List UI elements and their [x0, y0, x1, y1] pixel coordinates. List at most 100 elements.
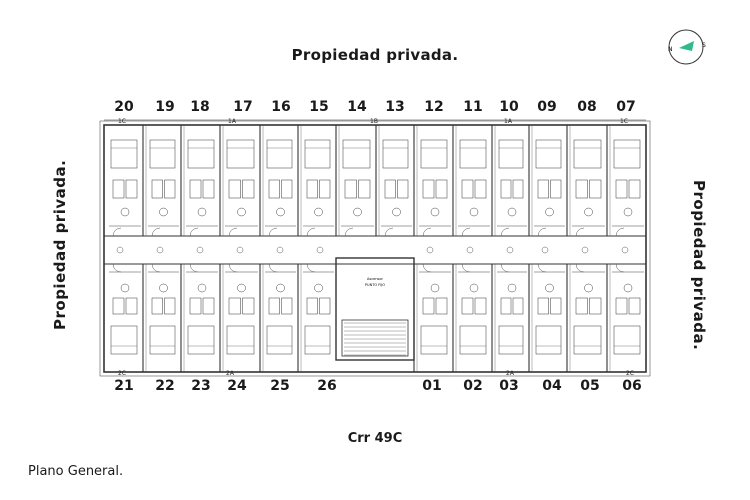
bathroom-fixture [537, 179, 549, 199]
outer-wall-trace [99, 120, 651, 377]
unit-number: 01 [422, 378, 442, 394]
bed-outline [535, 325, 562, 355]
bathroom-fixture [306, 297, 318, 315]
bed-outline [613, 325, 641, 355]
toilet-icon [237, 207, 246, 217]
bathroom-fixture [628, 179, 641, 199]
bed-outline [304, 139, 331, 169]
bathroom-fixture [268, 297, 280, 315]
bed-outline [459, 325, 487, 355]
compass-needle-icon [679, 41, 694, 51]
core-label: Ascensor [367, 277, 383, 281]
bathroom-fixture [319, 179, 331, 199]
unit-number: 25 [270, 378, 290, 394]
unit-type-label: 1A [228, 118, 237, 125]
toilet-icon [353, 207, 362, 217]
bed-outline [110, 325, 138, 355]
unit-number: 14 [347, 99, 367, 115]
bathroom-fixture [344, 179, 357, 199]
unit-type-label: 2C [626, 370, 634, 377]
toilet-icon [237, 283, 246, 293]
bed-outline [226, 325, 255, 355]
unit-number: 26 [317, 378, 337, 394]
bed-outline [187, 139, 215, 169]
bathroom-fixture [358, 179, 371, 199]
door-swing-icon [268, 227, 278, 237]
compass-south: S [702, 42, 706, 49]
bathroom-fixture [281, 179, 293, 199]
door-swing-icon [500, 227, 510, 237]
door-swing-icon [306, 263, 316, 273]
core-label: PUNTO FIJO [365, 283, 385, 287]
unit-number: 19 [155, 99, 175, 115]
bed-outline [110, 139, 138, 169]
bathroom-fixture [384, 179, 396, 199]
toilet-icon [430, 207, 440, 217]
door-swing-icon [461, 227, 471, 237]
bathroom-fixture [628, 297, 641, 315]
corridor-door-icon [116, 246, 124, 254]
toilet-icon [276, 283, 285, 293]
unit-number: 21 [114, 378, 134, 394]
bathroom-fixture [500, 297, 512, 315]
door-swing-icon [461, 263, 471, 273]
toilet-icon [314, 283, 323, 293]
unit-number: 23 [191, 378, 211, 394]
bed-outline [187, 325, 215, 355]
plan-title: Plano General. [28, 464, 124, 479]
compass-north: N [668, 46, 673, 53]
bathroom-fixture [397, 179, 409, 199]
unit-number: 24 [227, 378, 247, 394]
bathroom-fixture [589, 179, 602, 199]
bathroom-fixture [474, 179, 487, 199]
corridor-door-icon [426, 246, 434, 254]
bathroom-fixture [125, 297, 138, 315]
toilet-icon [159, 283, 168, 293]
bed-outline [266, 325, 293, 355]
unit-type-label: 2A [506, 370, 515, 377]
unit-type-label: 1C [118, 118, 126, 125]
toilet-icon [507, 207, 517, 217]
corridor-door-icon [196, 246, 204, 254]
bathroom-fixture [268, 179, 280, 199]
unit-number: 12 [424, 99, 444, 115]
bathroom-fixture [512, 297, 524, 315]
toilet-icon [545, 207, 554, 217]
unit-number: 05 [580, 378, 600, 394]
door-swing-icon [228, 263, 238, 273]
bathroom-fixture [589, 297, 602, 315]
door-swing-icon [306, 227, 316, 237]
top-boundary-label: Propiedad privada. [291, 46, 459, 64]
bathroom-fixture [164, 179, 176, 199]
door-swing-icon [422, 227, 432, 237]
bathroom-fixture [575, 179, 588, 199]
toilet-icon [623, 283, 633, 293]
door-swing-icon [112, 227, 122, 237]
door-swing-icon [422, 263, 432, 273]
bed-outline [266, 139, 293, 169]
bathroom-fixture [242, 179, 255, 199]
unit-type-label: 1A [504, 118, 513, 125]
toilet-icon [392, 207, 401, 217]
door-swing-icon [615, 263, 625, 273]
bed-outline [420, 139, 448, 169]
bed-outline [226, 139, 255, 169]
bathroom-fixture [228, 297, 241, 315]
corridor-door-icon [541, 246, 549, 254]
door-swing-icon [384, 227, 394, 237]
bathroom-fixture [615, 297, 628, 315]
bathroom-fixture [202, 297, 215, 315]
bathroom-fixture [422, 297, 435, 315]
bathroom-fixture [422, 179, 435, 199]
bed-outline [613, 139, 641, 169]
bathroom-fixture [112, 179, 125, 199]
toilet-icon [197, 207, 207, 217]
door-swing-icon [615, 227, 625, 237]
bathroom-fixture [202, 179, 215, 199]
bed-outline [573, 139, 602, 169]
door-swing-icon [228, 227, 238, 237]
bathroom-fixture [474, 297, 487, 315]
bathroom-fixture [281, 297, 293, 315]
toilet-icon [469, 283, 479, 293]
